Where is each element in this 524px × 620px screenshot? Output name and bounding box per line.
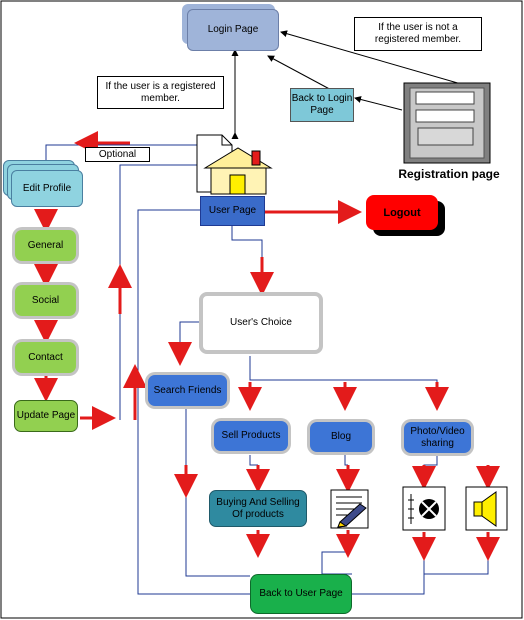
back-to-user-page-node[interactable]: Back to User Page [250,574,352,614]
update-page-label: Update Page [16,410,76,421]
logout-label: Logout [383,206,421,219]
registration-form-icon [403,82,491,164]
line-back-right [352,574,425,595]
sell-products-node[interactable]: Sell Products [214,421,288,451]
optional-label-box: Optional [85,147,150,162]
line-choice-search [179,321,200,352]
blog-document-icon [330,489,369,529]
back-to-user-page-label: Back to User Page [259,588,343,599]
social-node[interactable]: Social [15,285,76,316]
line-icons-right [423,552,489,575]
blog-node[interactable]: Blog [310,422,372,452]
optional-label: Optional [98,148,137,160]
line-user-backtouser [137,209,250,595]
logout-node[interactable]: Logout [366,195,438,230]
back-to-login-node[interactable]: Back to Login Page [290,88,354,122]
search-friends-label: Search Friends [153,384,222,396]
line-search-back [185,406,250,577]
users-choice-node[interactable]: User's Choice [199,292,323,354]
arrow-reg-backlogin [354,96,403,111]
video-icon [402,486,446,531]
photo-video-label: Photo/Video sharing [410,425,465,449]
general-label: General [27,239,64,251]
line-blog-pen [344,455,348,466]
speaker-icon [465,486,508,531]
note-not-registered: If the user is not a registered member. [354,17,482,51]
user-page-node[interactable]: User Page [200,196,265,226]
update-page-node[interactable]: Update Page [14,400,78,432]
note-registered-text: If the user is a registered member. [105,80,216,104]
registration-page-label: Registration page [398,167,500,181]
users-choice-label: User's Choice [230,317,292,328]
note-registered: If the user is a registered member. [97,76,224,109]
buying-selling-node[interactable]: Buying And Selling Of products [209,490,307,527]
contact-label: Contact [28,351,63,363]
line-photo-icons [423,455,438,488]
note-not-registered-text: If the user is not a registered member. [374,22,462,45]
line-sell-buying [249,455,258,466]
edit-profile-node[interactable]: Edit Profile [11,170,83,207]
general-node[interactable]: General [15,230,76,261]
blog-label: Blog [330,431,351,442]
sell-products-label: Sell Products [221,430,281,441]
user-page-label: User Page [208,205,257,216]
line-user-choice [231,226,263,258]
search-friends-node[interactable]: Search Friends [148,375,227,406]
arrow-reg-login [280,30,476,89]
photo-video-node[interactable]: Photo/Video sharing [404,422,471,453]
line-update-home [119,164,200,420]
buying-selling-label: Buying And Selling Of products [216,496,300,520]
home-icon [196,134,273,195]
line-editprofile-home [45,144,200,160]
line-pen-back [321,550,352,575]
edit-profile-label: Edit Profile [22,182,72,194]
social-label: Social [31,294,60,306]
login-page-label: Login Page [207,24,259,35]
contact-node[interactable]: Contact [15,342,76,373]
back-to-login-label: Back to Login Page [291,93,353,116]
login-page-node[interactable]: Login Page [187,9,279,51]
